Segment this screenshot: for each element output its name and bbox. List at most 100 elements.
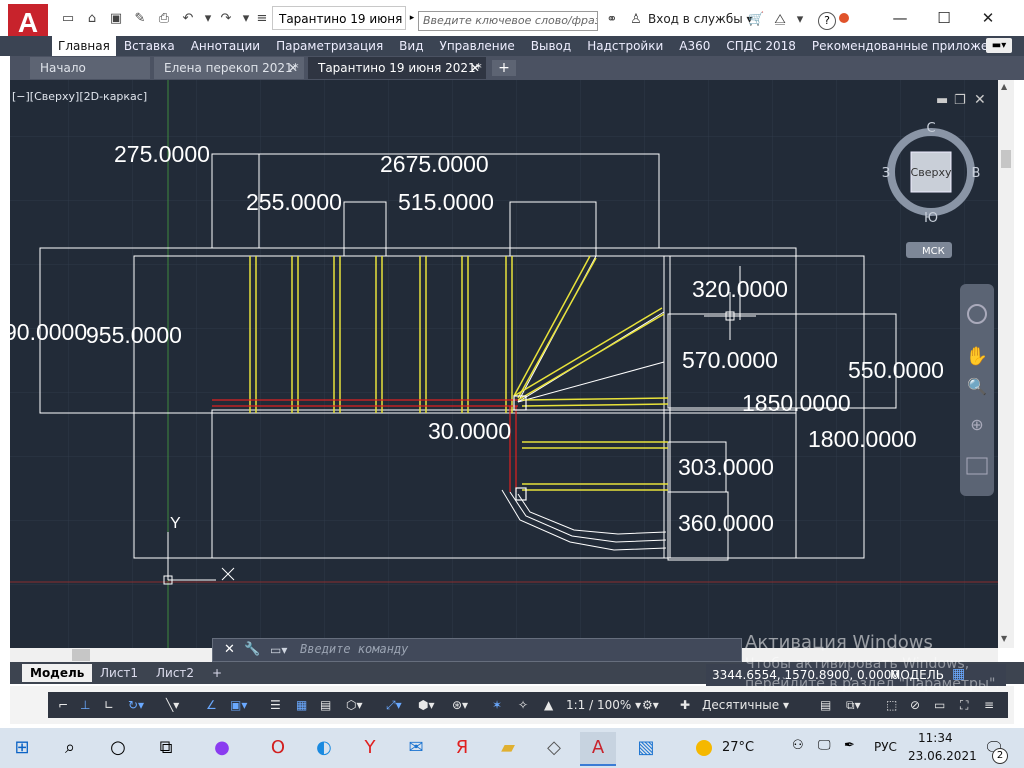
isolate-objects-icon[interactable]: ⬚ — [886, 698, 898, 712]
photos-icon[interactable]: ▧ — [637, 737, 655, 758]
tab-a360[interactable]: A360 — [679, 39, 711, 53]
search-icon[interactable]: ⌕ — [64, 737, 76, 758]
task-view-icon[interactable]: ⧉ — [159, 737, 173, 758]
vertical-scrollbar-thumb[interactable] — [1001, 150, 1011, 168]
navigation-bar[interactable]: ✋ 🔍 ⊕ — [960, 284, 994, 496]
transparency-icon[interactable]: ▦ — [296, 698, 308, 712]
osnap-tracking-icon[interactable]: ↻▾ — [128, 698, 145, 712]
yandex-icon[interactable]: Я — [455, 737, 469, 758]
annotation-monitor-icon[interactable]: ⤢▾ — [386, 698, 402, 712]
clock-time[interactable]: 11:34 — [918, 731, 953, 745]
command-line[interactable] — [212, 638, 742, 662]
annotation-scale-dropdown[interactable]: 1:1 / 100% ▾ — [566, 698, 642, 712]
close-tab-icon[interactable]: ✕ — [287, 61, 298, 75]
undo-dropdown-icon[interactable]: ▾ — [204, 11, 212, 26]
ribbon-minimize-icon[interactable]: ▬▾ — [986, 38, 1012, 53]
coordinate-readout[interactable]: 3344.6554, 1570.8900, 0.0000 — [712, 668, 900, 682]
tab-home[interactable]: Главная — [52, 36, 116, 56]
minimize-button[interactable]: — — [892, 9, 908, 27]
opera-icon[interactable]: O — [270, 737, 286, 758]
people-icon[interactable]: ⚇ — [792, 738, 804, 753]
exchange-dropdown-icon[interactable]: ▾ — [796, 12, 804, 27]
workspace-gear-icon[interactable]: ⚙▾ — [642, 698, 659, 712]
drawing-canvas[interactable]: 275.0000 2675.0000 255.0000 515.0000 320… — [10, 80, 998, 648]
customize-menu-icon[interactable]: ≡ — [984, 698, 995, 712]
scroll-down-icon[interactable]: ▼ — [1001, 634, 1008, 643]
polar-icon[interactable]: ∟ — [104, 698, 115, 712]
vertical-scrollbar[interactable] — [998, 80, 1014, 648]
quick-properties-icon[interactable]: ▤ — [820, 698, 832, 712]
tab-spds[interactable]: СПДС 2018 — [726, 39, 796, 53]
start-button[interactable]: ⊞ — [14, 737, 30, 758]
ortho-icon[interactable]: ⊥ — [80, 698, 91, 712]
layout-tab-sheet2[interactable]: Лист2 — [156, 666, 195, 680]
dynamic-input-icon[interactable]: ∠ — [206, 698, 217, 712]
horizontal-scrollbar-thumb[interactable] — [72, 649, 90, 661]
language-indicator[interactable]: РУС — [874, 740, 897, 754]
redo-icon[interactable]: ↷ — [220, 11, 232, 26]
maximize-button[interactable]: ☐ — [937, 9, 951, 27]
grid-icon[interactable]: ▦ — [952, 666, 966, 682]
store-icon[interactable]: ◇ — [547, 737, 561, 758]
binoculars-icon[interactable]: ⚭ — [606, 12, 618, 27]
new-tab-button[interactable]: + — [492, 60, 516, 76]
tab-annotate[interactable]: Аннотации — [190, 39, 261, 53]
new-file-icon[interactable]: ▭ — [61, 11, 75, 26]
clean-screen-icon[interactable]: ▭ — [934, 698, 946, 712]
quick-access-customize-icon[interactable]: ≡ — [256, 11, 268, 26]
units-dropdown[interactable]: Десятичные ▾ — [702, 698, 789, 712]
redo-dropdown-icon[interactable]: ▾ — [242, 11, 250, 26]
tab-featured-apps[interactable]: Рекомендованные приложения — [811, 39, 1012, 53]
annotate-plus-icon[interactable]: ✚ — [680, 698, 691, 712]
file-explorer-icon[interactable]: ▰ — [501, 737, 515, 758]
file-tab-elena[interactable]: Елена перекоп 2021*✕ — [154, 57, 304, 79]
tab-view[interactable]: Вид — [399, 39, 424, 53]
close-command-line-icon[interactable]: ✕ — [224, 642, 235, 657]
help-icon[interactable]: ? — [818, 12, 836, 30]
cart-icon[interactable]: 🛒 — [748, 12, 765, 27]
viewcube[interactable]: Сверху С Ю В З — [882, 121, 981, 226]
undo-icon[interactable]: ↶ — [182, 11, 194, 26]
close-tab-icon[interactable]: ✕ — [469, 61, 480, 75]
hardware-acceleration-icon[interactable]: ⊘ — [910, 698, 921, 712]
fullscreen-icon[interactable]: ⛶ — [960, 698, 969, 712]
autocad-taskbar-icon[interactable]: A — [580, 732, 616, 766]
mail-icon[interactable]: ✉ — [408, 737, 424, 758]
save-as-icon[interactable]: ✎ — [134, 11, 146, 26]
edge-icon[interactable]: ◐ — [316, 737, 332, 758]
application-menu-button[interactable]: A — [8, 4, 48, 42]
snap-icon[interactable]: ⌐ — [58, 698, 69, 712]
file-tab-tarantino[interactable]: Тарантино 19 июня 2021*✕ — [308, 57, 486, 79]
scroll-up-icon[interactable]: ▲ — [1001, 82, 1008, 91]
layout-tab-sheet1[interactable]: Лист1 — [100, 666, 139, 680]
user-icon[interactable]: ♙ — [630, 12, 642, 27]
network-icon[interactable]: 🖵 — [818, 738, 831, 753]
tab-output[interactable]: Вывод — [530, 39, 572, 53]
cortana-icon[interactable]: ○ — [110, 737, 126, 758]
lineweight-icon[interactable]: ☰ — [270, 698, 281, 712]
selection-cycling-icon[interactable]: ▤ — [320, 698, 332, 712]
object-snap-icon[interactable]: ╲▾ — [166, 698, 180, 712]
auto-scale-icon[interactable]: ✧ — [518, 698, 529, 712]
annotation-scale-icon[interactable]: ▲ — [544, 698, 554, 712]
command-prompt-icon[interactable]: ▭▾ — [270, 643, 288, 657]
viewport-controls[interactable]: ▬ ❐ ✕ — [936, 92, 986, 108]
layout-tab-model[interactable]: Модель — [22, 664, 93, 682]
weather-sun-icon[interactable] — [696, 740, 712, 756]
viewport-controls-label[interactable]: [−][Сверху][2D-каркас] — [12, 90, 148, 103]
clock-date[interactable]: 23.06.2021 — [908, 749, 977, 763]
search-input[interactable]: Введите ключевое слово/фразу — [418, 11, 598, 31]
open-file-icon[interactable]: ⌂ — [87, 11, 97, 26]
lock-ui-icon[interactable]: ⧉▾ — [846, 698, 861, 712]
3d-osnap-icon[interactable]: ⬡▾ — [346, 698, 363, 712]
exchange-icon[interactable]: ⧋ — [774, 12, 786, 27]
command-input[interactable]: Введите команду — [300, 642, 409, 656]
file-tab-start[interactable]: Начало — [30, 57, 150, 79]
pen-icon[interactable]: ✒ — [844, 738, 855, 753]
sign-in-button[interactable]: Вход в службы ▾ — [648, 12, 753, 26]
tab-parametric[interactable]: Параметризация — [276, 39, 384, 53]
ucs-menu-button[interactable] — [906, 242, 952, 258]
wrench-icon[interactable]: 🔧 — [244, 642, 261, 657]
tab-addins[interactable]: Надстройки — [587, 39, 664, 53]
tab-manage[interactable]: Управление — [439, 39, 515, 53]
